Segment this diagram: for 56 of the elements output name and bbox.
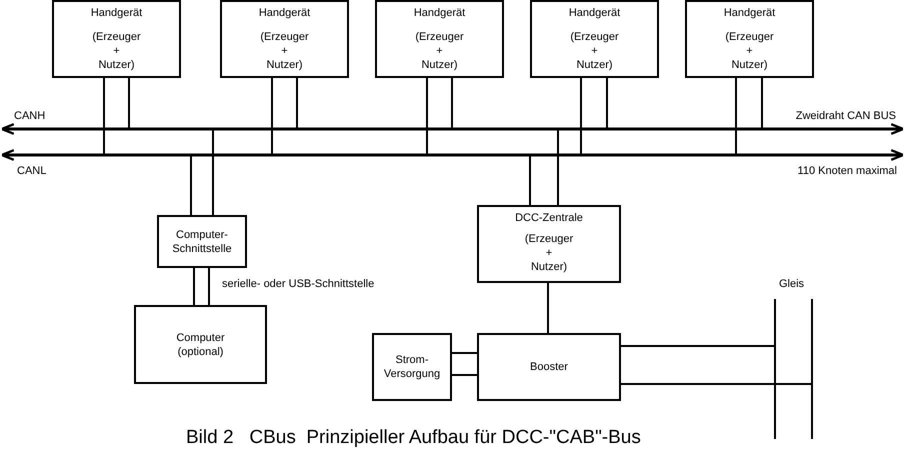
bus-label: 110 Knoten maximal — [798, 165, 897, 178]
box-title: Computer (optional) — [176, 330, 225, 358]
box-title: Strom- Versorgung — [384, 353, 440, 381]
connector-line — [547, 282, 549, 333]
bus-line — [0, 123, 904, 135]
bus-label: CANL — [17, 165, 46, 178]
connector-line — [451, 77, 453, 129]
text-label: Gleis — [779, 278, 804, 291]
box-title: Handgerät — [414, 6, 466, 20]
caption: Bild 2 CBus Prinzipieller Aufbau für DCC-"CAB"-Bus — [186, 427, 641, 449]
device-box — [685, 0, 814, 78]
edge-label: serielle- oder USB-Schnittstelle — [222, 278, 374, 291]
box-title: DCC-Zentrale — [515, 211, 583, 225]
connector-line — [128, 77, 130, 129]
box-text: (Erzeuger + Nutzer) — [92, 30, 141, 72]
box-text: (Erzeuger + Nutzer) — [725, 30, 774, 72]
connector-line — [193, 267, 195, 305]
connector-line — [620, 345, 775, 347]
device-box — [220, 0, 349, 78]
device-box — [52, 0, 181, 78]
device-box — [134, 305, 267, 384]
device-box — [477, 333, 621, 401]
box-text: (Erzeuger + Nutzer) — [415, 30, 464, 72]
box-title: Handgerät — [724, 6, 776, 20]
box-title: Handgerät — [258, 6, 310, 20]
connector-line — [557, 129, 559, 205]
connector-line — [451, 352, 477, 354]
connector-line — [735, 77, 737, 155]
box-title: Computer- Schnittstelle — [172, 228, 232, 256]
device-box — [372, 333, 452, 401]
device-box — [157, 215, 247, 268]
box-title: Handgerät — [568, 6, 620, 20]
connector-line — [529, 155, 531, 205]
connector-line — [451, 374, 477, 376]
connector-line — [580, 77, 582, 155]
connector-line — [620, 383, 812, 385]
box-text: (Erzeuger + Nutzer) — [260, 30, 309, 72]
connector-line — [103, 77, 105, 155]
bus-label: Zweidraht CAN BUS — [796, 110, 896, 123]
connector-line — [190, 155, 192, 215]
connector-line — [426, 77, 428, 155]
device-box — [530, 0, 659, 78]
connector-line — [296, 77, 298, 129]
bus-line — [0, 149, 904, 161]
box-text: (Erzeuger + Nutzer) — [570, 30, 619, 72]
box-text: (Erzeuger + Nutzer) — [524, 232, 574, 274]
box-title: Booster — [530, 360, 568, 374]
box-title: Handgerät — [90, 6, 142, 20]
device-box — [375, 0, 504, 78]
connector-line — [271, 77, 273, 155]
bus-label: CANH — [14, 110, 46, 123]
connector-line — [212, 129, 214, 215]
device-box — [477, 205, 621, 283]
connector-line — [606, 77, 608, 129]
connector-line — [208, 267, 210, 305]
connector-line — [761, 77, 763, 129]
